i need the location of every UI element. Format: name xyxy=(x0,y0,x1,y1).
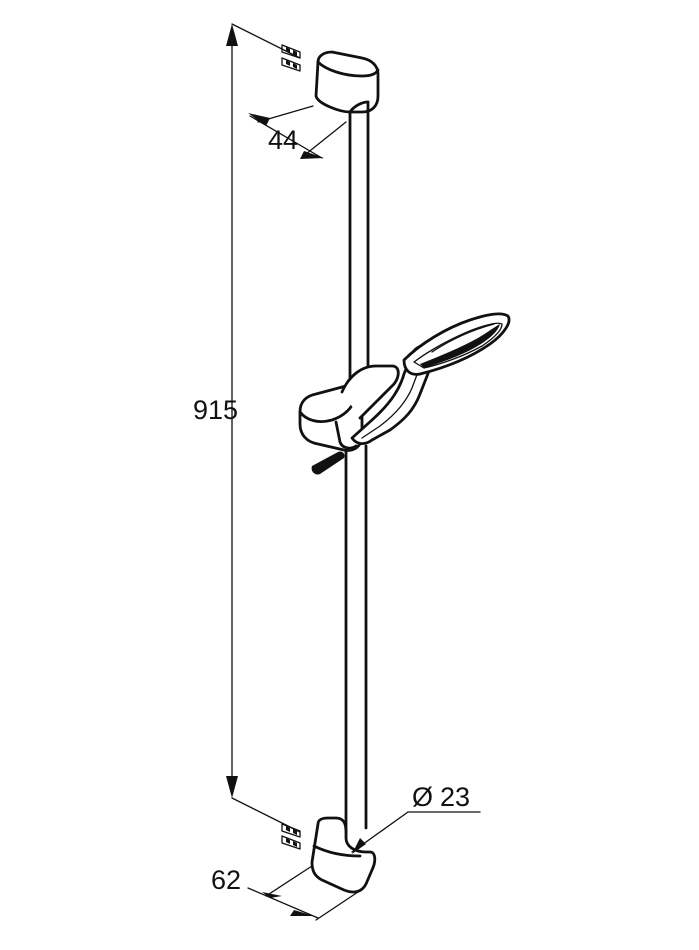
top-bracket-body xyxy=(314,50,380,114)
shower-head xyxy=(402,312,511,376)
width-extension-line-b xyxy=(315,891,359,921)
top-wall-bracket xyxy=(281,44,380,114)
diameter-symbol: Ø xyxy=(412,782,433,812)
height-extension-top xyxy=(231,23,301,59)
height-label: 915 xyxy=(193,395,238,425)
width-label: 62 xyxy=(211,865,241,895)
width-arrow-left xyxy=(262,892,282,898)
spray-nozzles xyxy=(420,324,500,368)
bottom-wall-bracket xyxy=(281,816,377,894)
width-arrow-right xyxy=(290,910,314,916)
slider-clip xyxy=(340,364,400,420)
top-screw-lower xyxy=(281,57,301,72)
width-dimension-line xyxy=(247,887,319,919)
bottom-screw-upper xyxy=(281,823,301,838)
depth-extension-line-b xyxy=(305,121,347,155)
diameter-label: 23 xyxy=(440,782,470,812)
slider-holder xyxy=(298,364,400,475)
bottom-bracket-edge xyxy=(312,844,362,858)
depth-label: 44 xyxy=(268,125,298,155)
depth-dimension: 44 xyxy=(248,105,347,159)
slider-knob xyxy=(311,451,345,475)
top-bracket-edge xyxy=(316,60,380,78)
hand-shower xyxy=(350,312,511,445)
shower-head-face xyxy=(413,322,503,369)
depth-arrow-right xyxy=(300,151,324,159)
width-extension-line-a xyxy=(265,865,313,897)
height-arrow-top xyxy=(226,24,238,46)
shower-rail xyxy=(344,100,370,840)
width-dimension: 62 xyxy=(211,865,359,921)
height-dimension: 915 xyxy=(193,23,301,833)
diameter-arrow xyxy=(352,838,366,854)
rail-lower xyxy=(344,444,368,840)
bottom-screw-lower xyxy=(281,835,301,850)
rail-upper xyxy=(348,100,370,390)
diameter-dimension: Ø 23 xyxy=(351,782,481,854)
height-arrow-bottom xyxy=(226,776,238,798)
depth-arrow-left xyxy=(248,113,270,126)
top-screw-upper xyxy=(281,44,301,59)
